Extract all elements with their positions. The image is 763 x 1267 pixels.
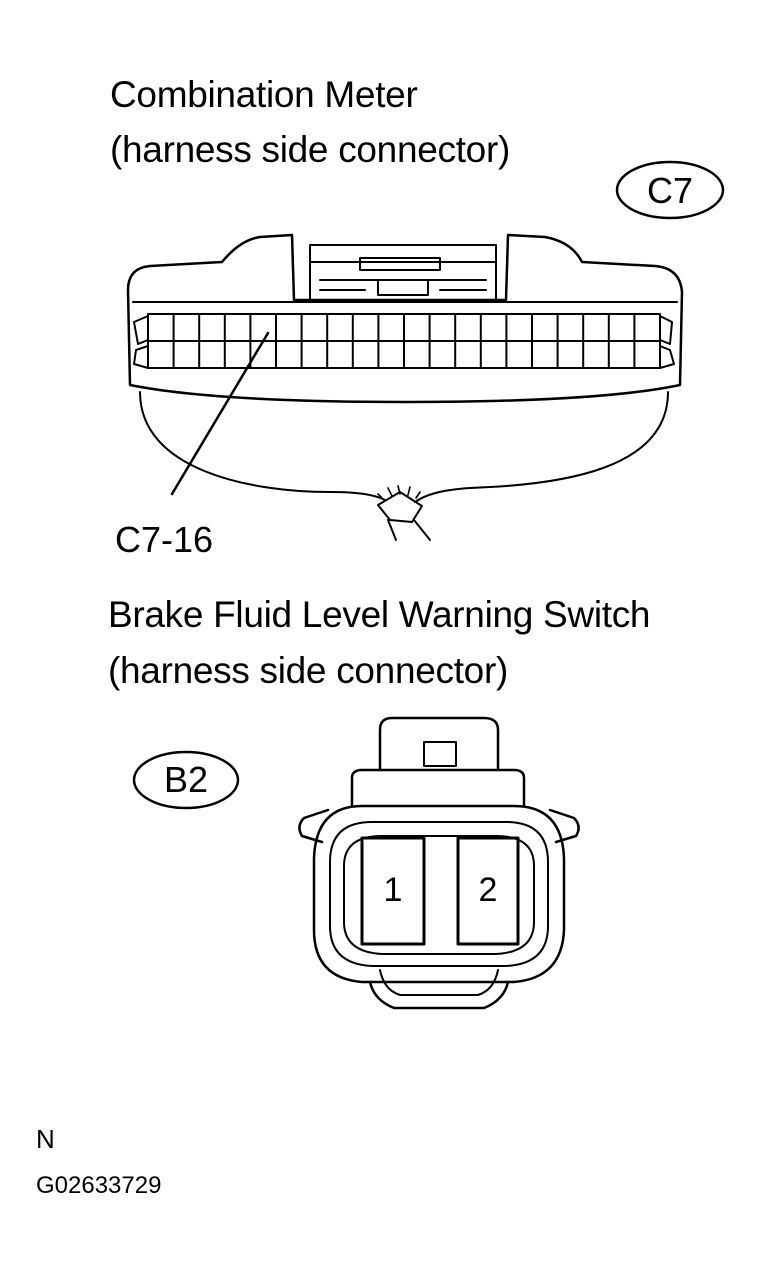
- c7-16-leader-line: [170, 331, 270, 496]
- meter-connector-housing: [126, 233, 684, 404]
- meter-title-line2: (harness side connector): [110, 129, 510, 170]
- footer-letter: N: [36, 1124, 55, 1154]
- switch-pin-2-label: 2: [478, 871, 498, 909]
- c7-code-oval: [615, 160, 725, 220]
- switch-title-line2: (harness side connector): [108, 650, 508, 691]
- meter-wire-harness: [139, 391, 669, 503]
- meter-pin-grid: [147, 313, 661, 369]
- switch-connector-code: B2: [163, 759, 209, 800]
- meter-pin-callout: C7-16: [115, 519, 214, 560]
- b2-code-oval: [132, 750, 240, 810]
- switch-pin-1-label: 1: [383, 871, 403, 909]
- switch-pin-2-cavity: [456, 836, 520, 946]
- switch-title-line1: Brake Fluid Level Warning Switch: [108, 594, 651, 635]
- switch-connector: [298, 716, 580, 1010]
- meter-connector-code: C7: [646, 170, 694, 211]
- meter-title-line1: Combination Meter: [110, 74, 418, 115]
- figure-id: G02633729: [36, 1172, 162, 1199]
- meter-lock-tab: [309, 244, 497, 301]
- switch-pin-1-cavity: [360, 836, 426, 946]
